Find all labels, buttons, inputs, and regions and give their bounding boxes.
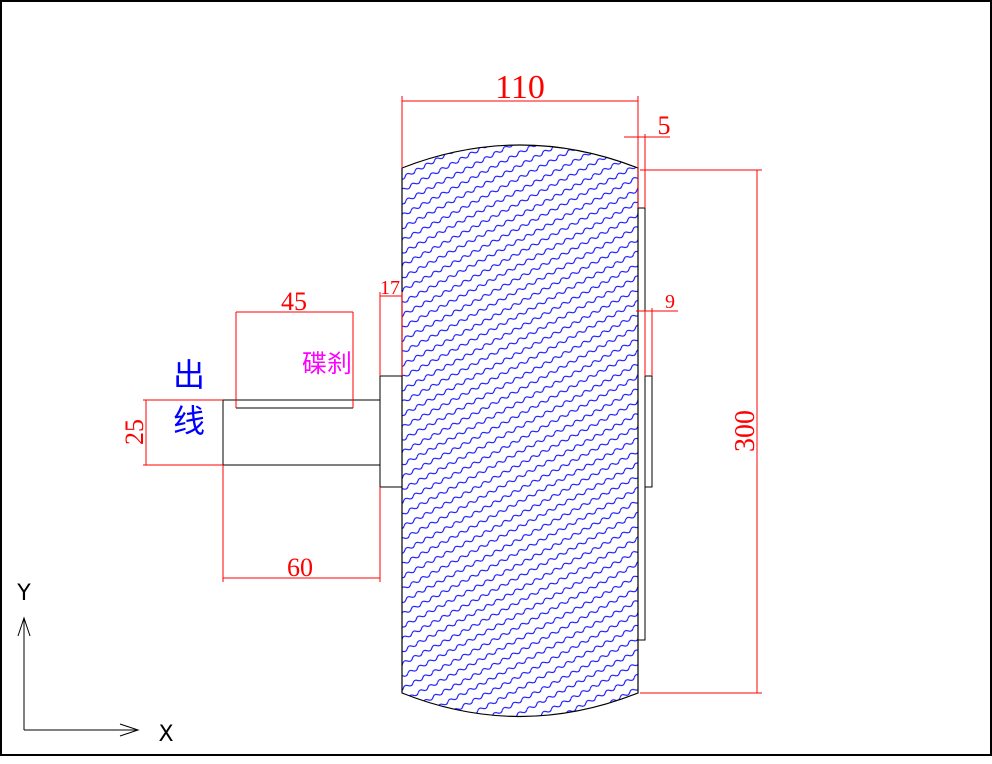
- ucs-x-label: X: [158, 722, 173, 747]
- dim-left-hub: 17: [380, 277, 400, 299]
- right-hub: [644, 375, 653, 488]
- cable-outlet-label-2: 线: [173, 402, 205, 440]
- ucs-icon: [17, 616, 140, 737]
- dim-tire-width: 110: [495, 69, 545, 106]
- dim-tire-diameter: 300: [730, 410, 761, 452]
- dim-axle-diameter: 25: [120, 419, 149, 445]
- dim-rim-offset: 5: [658, 111, 671, 140]
- right-side-plate: [637, 207, 646, 641]
- tire-hatch: [402, 145, 638, 717]
- dim-axle-length: 60: [287, 553, 313, 582]
- dim-right-hub: 9: [665, 291, 675, 313]
- disc-brake-label: 碟刹: [302, 349, 352, 378]
- axle: [222, 399, 380, 466]
- disc-brake: [235, 312, 354, 409]
- left-hub: [379, 375, 403, 488]
- ucs-y-label: Y: [16, 581, 31, 606]
- tire-outline: [401, 144, 639, 718]
- dimension-lines: [143, 96, 762, 694]
- dim-brake-width: 45: [281, 287, 307, 316]
- cable-outlet-label-1: 出: [173, 356, 205, 394]
- tire: [401, 144, 639, 718]
